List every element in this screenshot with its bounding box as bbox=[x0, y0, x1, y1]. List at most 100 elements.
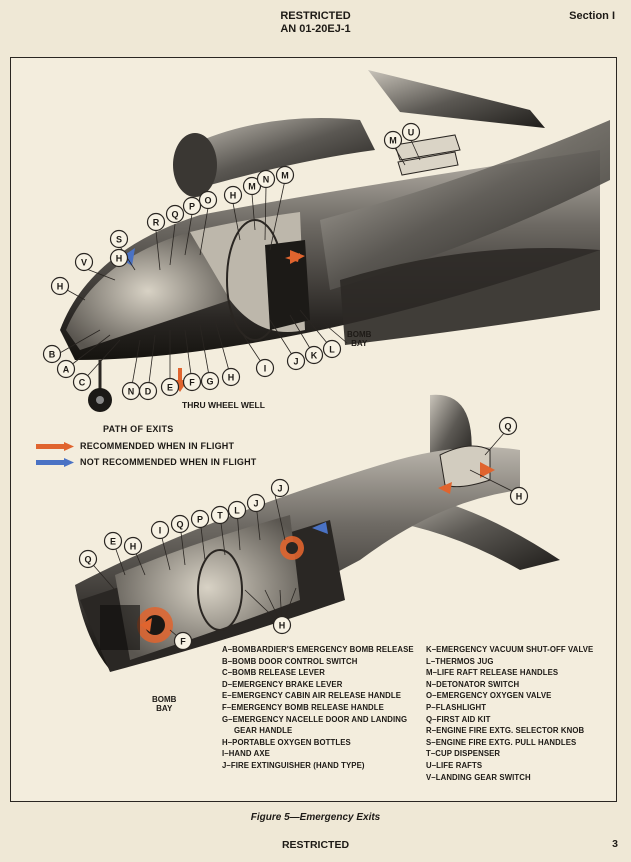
key-item: I–HAND AXE bbox=[222, 749, 270, 759]
bottom-callout-0: Q bbox=[498, 416, 518, 436]
svg-text:A: A bbox=[63, 364, 70, 374]
top-aircraft bbox=[60, 70, 610, 412]
header-classification: RESTRICTED bbox=[280, 10, 351, 22]
top-callout-4: N bbox=[256, 169, 276, 189]
svg-text:E: E bbox=[167, 382, 173, 392]
top-callout-16: C bbox=[72, 372, 92, 392]
key-item: E–EMERGENCY CABIN AIR RELEASE HANDLE bbox=[222, 691, 402, 701]
bottom-callout-13: H bbox=[272, 615, 292, 635]
svg-text:Q: Q bbox=[84, 554, 91, 564]
svg-text:M: M bbox=[389, 135, 397, 145]
svg-text:H: H bbox=[116, 253, 123, 263]
top-callout-9: R bbox=[146, 212, 166, 232]
svg-text:Q: Q bbox=[171, 209, 178, 219]
key-item: J–FIRE EXTINGUISHER (HAND TYPE) bbox=[222, 760, 365, 770]
key-item: T–CUP DISPENSER bbox=[426, 749, 501, 759]
key-left-column: A–BOMBARDIER'S EMERGENCY BOMB RELEASE B–… bbox=[222, 644, 414, 772]
top-callout-25: K bbox=[304, 345, 324, 365]
key-item: P–FLASHLIGHT bbox=[426, 702, 487, 712]
svg-text:M: M bbox=[248, 181, 256, 191]
svg-text:Q: Q bbox=[504, 421, 511, 431]
svg-text:D: D bbox=[145, 386, 152, 396]
key-item: C–BOMB RELEASE LEVER bbox=[222, 668, 325, 678]
key-item: GEAR HANDLE bbox=[234, 726, 293, 736]
bomb-bay-top-line1: BOMB bbox=[347, 330, 372, 339]
top-callout-13: H bbox=[50, 276, 70, 296]
key-item: V–LANDING GEAR SWITCH bbox=[426, 772, 531, 782]
key-item: F–EMERGENCY BOMB RELEASE HANDLE bbox=[222, 702, 384, 712]
svg-text:N: N bbox=[128, 386, 135, 396]
svg-text:B: B bbox=[49, 349, 56, 359]
svg-text:L: L bbox=[234, 505, 240, 515]
svg-text:F: F bbox=[180, 636, 186, 646]
svg-text:N: N bbox=[263, 174, 270, 184]
page-number: 3 bbox=[612, 838, 618, 850]
key-item: G–EMERGENCY NACELLE DOOR AND LANDING bbox=[222, 714, 408, 724]
key-item: A–BOMBARDIER'S EMERGENCY BOMB RELEASE bbox=[222, 645, 414, 654]
svg-text:H: H bbox=[228, 372, 235, 382]
key-item: M–LIFE RAFT RELEASE HANDLES bbox=[426, 668, 559, 678]
legend-not-recommended: NOT RECOMMENDED WHEN IN FLIGHT bbox=[36, 457, 257, 467]
svg-text:O: O bbox=[204, 195, 211, 205]
svg-text:H: H bbox=[57, 281, 64, 291]
svg-text:J: J bbox=[277, 483, 282, 493]
header-center: RESTRICTED AN 01-20EJ-1 bbox=[0, 10, 631, 36]
top-callout-18: D bbox=[138, 381, 158, 401]
svg-text:J: J bbox=[253, 498, 258, 508]
top-callout-24: J bbox=[286, 351, 306, 371]
top-callout-1: U bbox=[401, 122, 421, 142]
footer-classification: RESTRICTED bbox=[281, 839, 350, 851]
bottom-callout-2: J bbox=[270, 478, 290, 498]
svg-text:C: C bbox=[79, 377, 86, 387]
svg-text:T: T bbox=[217, 510, 223, 520]
figure-caption: Figure 5—Emergency Exits bbox=[250, 812, 381, 823]
top-callout-10: S bbox=[109, 229, 129, 249]
bomb-bay-label-bottom: BOMB BAY bbox=[152, 695, 176, 713]
top-callout-20: F bbox=[182, 372, 202, 392]
bottom-aircraft bbox=[75, 394, 560, 672]
bomb-bay-label-top: BOMB BAY bbox=[347, 330, 371, 348]
bottom-callout-6: P bbox=[190, 509, 210, 529]
legend-title: PATH OF EXITS bbox=[103, 424, 174, 434]
key-item: O–EMERGENCY OXYGEN VALVE bbox=[426, 691, 552, 701]
svg-text:G: G bbox=[206, 376, 213, 386]
svg-text:E: E bbox=[110, 536, 116, 546]
orange-arrow-icon bbox=[36, 441, 74, 451]
svg-text:P: P bbox=[189, 201, 195, 211]
legend-recommended: RECOMMENDED WHEN IN FLIGHT bbox=[36, 441, 234, 451]
svg-text:H: H bbox=[230, 190, 237, 200]
bottom-callout-11: Q bbox=[78, 549, 98, 569]
bomb-bay-top-line2: BAY bbox=[351, 339, 368, 348]
svg-text:L: L bbox=[329, 344, 335, 354]
top-callout-19: E bbox=[160, 377, 180, 397]
bottom-callout-8: I bbox=[150, 520, 170, 540]
top-callout-12: V bbox=[74, 252, 94, 272]
svg-text:H: H bbox=[130, 541, 137, 551]
key-item: R–ENGINE FIRE EXTG. SELECTOR KNOB bbox=[426, 726, 585, 736]
svg-text:Q: Q bbox=[176, 519, 183, 529]
key-item: H–PORTABLE OXYGEN BOTTLES bbox=[222, 737, 351, 747]
header-doc-number: AN 01-20EJ-1 bbox=[280, 23, 351, 35]
top-callout-7: P bbox=[182, 196, 202, 216]
thru-wheel-well-label: THRU WHEEL WELL bbox=[182, 400, 265, 410]
bottom-callout-7: Q bbox=[170, 514, 190, 534]
key-item: S–ENGINE FIRE EXTG. PULL HANDLES bbox=[426, 737, 577, 747]
svg-text:H: H bbox=[516, 491, 523, 501]
svg-text:U: U bbox=[408, 127, 415, 137]
legend-recommended-label: RECOMMENDED WHEN IN FLIGHT bbox=[80, 441, 235, 451]
bottom-callout-12: F bbox=[173, 631, 193, 651]
svg-text:F: F bbox=[189, 377, 195, 387]
svg-text:J: J bbox=[293, 356, 298, 366]
bottom-callout-10: E bbox=[103, 531, 123, 551]
top-callout-5: M bbox=[275, 165, 295, 185]
key-item: K–EMERGENCY VACUUM SHUT-OFF VALVE bbox=[426, 645, 594, 654]
bottom-callout-5: T bbox=[210, 505, 230, 525]
key-item: N–DETONATOR SWITCH bbox=[426, 679, 520, 689]
legend-not-recommended-label: NOT RECOMMENDED WHEN IN FLIGHT bbox=[80, 457, 257, 467]
svg-text:I: I bbox=[159, 525, 162, 535]
key-item: B–BOMB DOOR CONTROL SWITCH bbox=[222, 656, 358, 666]
svg-text:I: I bbox=[264, 363, 267, 373]
top-callout-17: N bbox=[121, 381, 141, 401]
